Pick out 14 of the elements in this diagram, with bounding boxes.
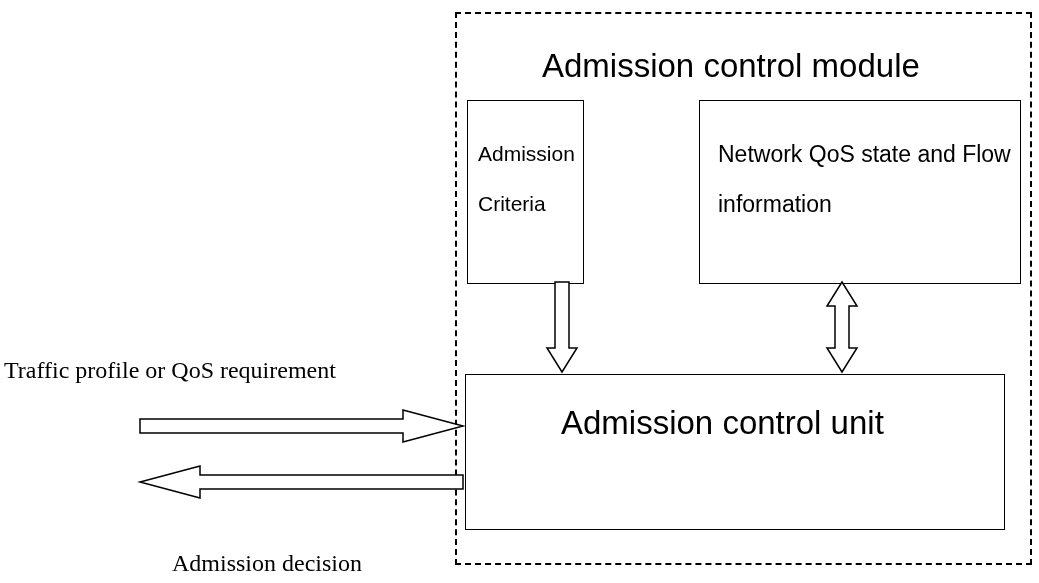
process-box xyxy=(699,100,1021,284)
edge-label: Traffic profile or QoS requirement xyxy=(4,356,336,385)
box-label: Admission Criteria xyxy=(478,141,576,217)
hollow-arrow xyxy=(139,409,466,443)
hollow-arrow xyxy=(825,280,859,374)
module-dashed-box xyxy=(455,12,1032,565)
hollow-arrow xyxy=(545,281,579,374)
hollow-arrow xyxy=(137,465,464,499)
process-box xyxy=(467,100,584,284)
box-label: Admission control module xyxy=(542,46,920,86)
box-label: Network QoS state and Flow information xyxy=(718,140,1012,219)
box-label: Admission control unit xyxy=(561,403,884,443)
process-box xyxy=(465,374,1005,530)
edge-label: Admission decision xyxy=(172,549,362,578)
